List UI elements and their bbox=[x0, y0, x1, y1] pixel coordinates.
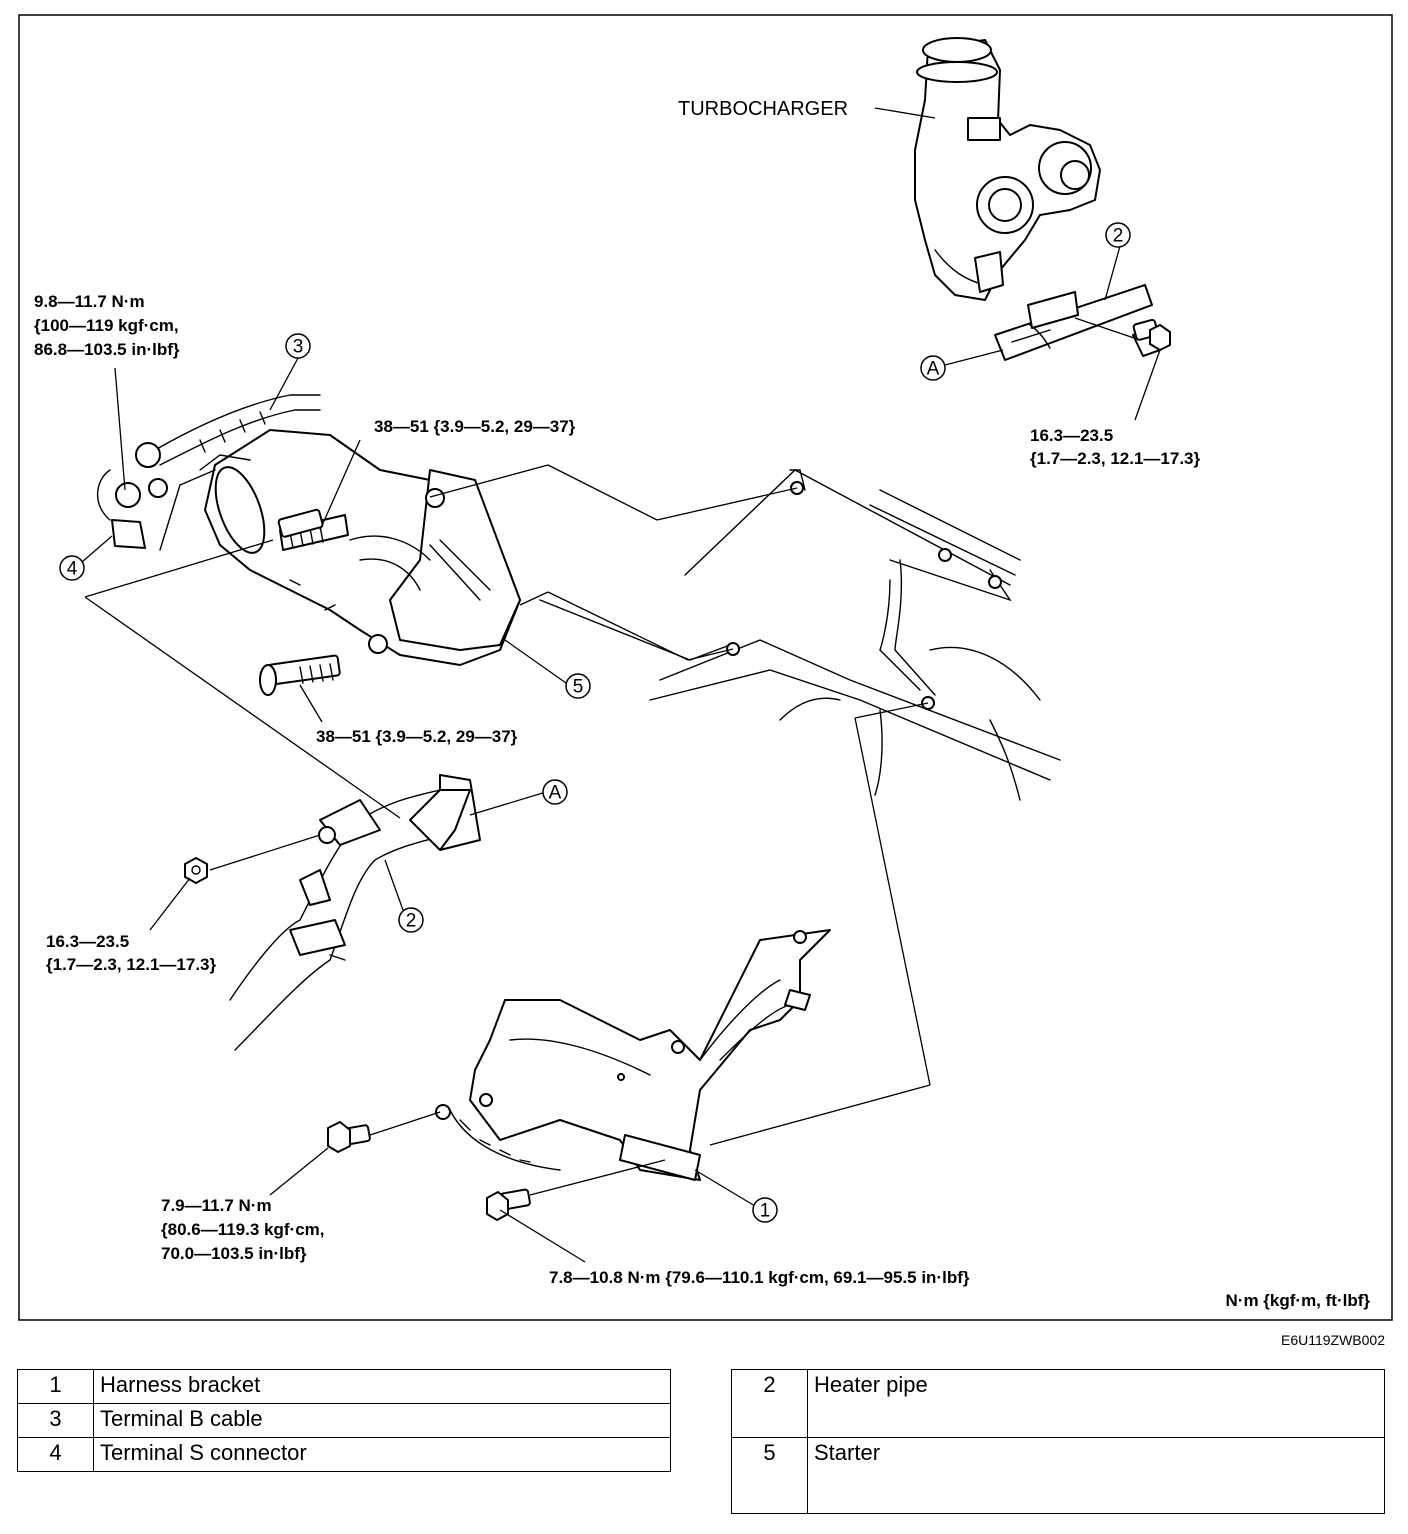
callout-2-upper: 2 bbox=[1105, 222, 1131, 248]
legend-row: 2 Heater pipe bbox=[731, 1369, 1385, 1438]
torque-terminal-b-line3: 86.8—103.5 in·lbf} bbox=[34, 340, 180, 359]
legend-number: 2 bbox=[731, 1369, 808, 1438]
torque-bracket-a-line1: 7.9—11.7 N·m bbox=[161, 1196, 272, 1215]
diagram-labels: TURBOCHARGER 9.8—11.7 N·m {100—119 kgf·c… bbox=[34, 98, 1385, 1348]
legend-row: 1 Harness bracket bbox=[17, 1369, 671, 1404]
svg-text:3: 3 bbox=[293, 337, 304, 358]
diagram-frame bbox=[18, 14, 1393, 1321]
svg-text:A: A bbox=[549, 783, 562, 804]
svg-text:2: 2 bbox=[1113, 226, 1124, 247]
torque-bracket-a-line3: 70.0—103.5 in·lbf} bbox=[161, 1244, 307, 1263]
terminal-s-connector-illustration bbox=[96, 469, 216, 551]
torque-heater-lower-line1: 16.3—23.5 bbox=[46, 932, 129, 951]
svg-text:A: A bbox=[927, 359, 940, 380]
legend-row: 4 Terminal S connector bbox=[17, 1437, 671, 1472]
legend-table-left: 1 Harness bracket 3 Terminal B cable 4 T… bbox=[17, 1369, 671, 1472]
torque-heater-lower-line2: {1.7—2.3, 12.1—17.3} bbox=[46, 955, 217, 974]
turbocharger-illustration bbox=[914, 37, 1101, 301]
legend-number: 1 bbox=[17, 1369, 94, 1404]
legend-number: 3 bbox=[17, 1403, 94, 1438]
legend-table-right: 2 Heater pipe 5 Starter bbox=[731, 1369, 1385, 1514]
legend-number: 5 bbox=[731, 1437, 808, 1514]
callouts: 2 A 3 4 5 A 2 1 bbox=[59, 222, 1131, 1223]
legend-part-name: Terminal B cable bbox=[93, 1403, 671, 1438]
callout-a-upper: A bbox=[920, 355, 946, 381]
svg-text:1: 1 bbox=[760, 1201, 771, 1222]
heater-pipe-upper bbox=[994, 284, 1161, 361]
bracket-bolts bbox=[327, 1104, 531, 1221]
callout-1: 1 bbox=[752, 1197, 778, 1223]
legend-part-name: Terminal S connector bbox=[93, 1437, 671, 1472]
torque-terminal-b-line2: {100—119 kgf·cm, bbox=[34, 316, 179, 335]
callout-a-lower: A bbox=[542, 779, 568, 805]
torque-bracket-b: 7.8—10.8 N·m {79.6—110.1 kgf·cm, 69.1—95… bbox=[549, 1268, 970, 1287]
engine-block-outline bbox=[539, 469, 1061, 801]
legend-number: 4 bbox=[17, 1437, 94, 1472]
legend-row: 3 Terminal B cable bbox=[17, 1403, 671, 1438]
turbocharger-label: TURBOCHARGER bbox=[678, 98, 848, 120]
terminal-b-cable-illustration bbox=[135, 394, 321, 498]
torque-heater-turbo-line2: {1.7—2.3, 12.1—17.3} bbox=[1030, 449, 1201, 468]
turbo-heater-bolt bbox=[1132, 318, 1171, 351]
leader-lines bbox=[81, 107, 1161, 1263]
callout-4: 4 bbox=[59, 555, 85, 581]
torque-heater-turbo-line1: 16.3—23.5 bbox=[1030, 426, 1113, 445]
heater-pipe-lower bbox=[184, 774, 481, 1051]
callout-2-lower: 2 bbox=[398, 907, 424, 933]
legend-part-name: Harness bracket bbox=[93, 1369, 671, 1404]
torque-starter-bottom: 38—51 {3.9—5.2, 29—37} bbox=[316, 727, 518, 746]
callout-3: 3 bbox=[285, 333, 311, 359]
legend-part-name: Starter bbox=[807, 1437, 1385, 1514]
figure-code: E6U119ZWB002 bbox=[1281, 1332, 1385, 1348]
legend-part-name: Heater pipe bbox=[807, 1369, 1385, 1438]
svg-text:5: 5 bbox=[573, 677, 584, 698]
torque-starter-top: 38—51 {3.9—5.2, 29—37} bbox=[374, 417, 576, 436]
callout-5: 5 bbox=[565, 673, 591, 699]
legend-row: 5 Starter bbox=[731, 1437, 1385, 1514]
starter-illustration bbox=[199, 429, 521, 666]
svg-text:2: 2 bbox=[406, 911, 417, 932]
torque-terminal-b-line1: 9.8—11.7 N·m bbox=[34, 292, 145, 311]
torque-bracket-a-line2: {80.6—119.3 kgf·cm, bbox=[161, 1220, 324, 1239]
harness-bracket-illustration bbox=[449, 929, 831, 1181]
svg-text:4: 4 bbox=[67, 559, 78, 580]
starter-bolts bbox=[259, 508, 341, 696]
unit-note: N·m {kgf·m, ft·lbf} bbox=[1226, 1291, 1371, 1310]
